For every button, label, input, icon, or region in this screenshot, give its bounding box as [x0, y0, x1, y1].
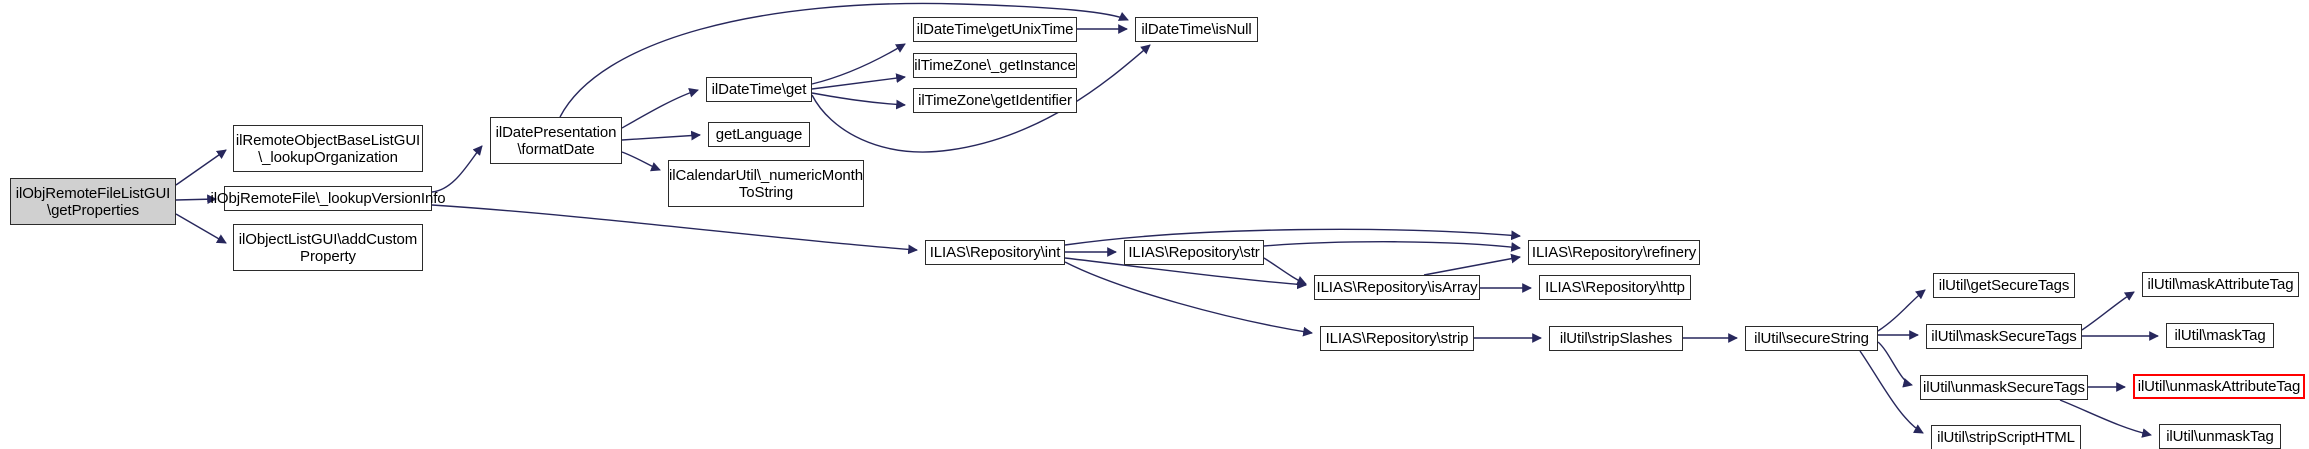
call-edge-n5-to-n10 — [811, 92, 906, 110]
call-edge-n2-to-n12 — [431, 204, 918, 255]
call-edge-n0-to-n3 — [175, 213, 227, 244]
call-edge-n4-to-n6 — [621, 130, 701, 141]
call-edge-n13-to-n14 — [1263, 241, 1521, 252]
graph-node-n23[interactable]: ilUtil\stripScriptHTML — [1931, 425, 2081, 449]
graph-node-n3[interactable]: ilObjectListGUI\addCustom Property — [233, 224, 423, 271]
call-edge-n4-to-n5 — [621, 88, 699, 129]
call-edge-n2-to-n4 — [431, 145, 483, 193]
graph-node-n5[interactable]: ilDateTime\get — [706, 77, 812, 102]
graph-node-n17[interactable]: ILIAS\Repository\strip — [1320, 326, 1474, 351]
call-edge-n21-to-n24 — [2081, 291, 2135, 331]
graph-node-n14[interactable]: ILIAS\Repository\refinery — [1528, 240, 1700, 265]
call-edge-n12-to-n14 — [1064, 228, 1521, 246]
call-edge-n19-to-n22 — [1877, 341, 1913, 388]
graph-node-n27[interactable]: ilUtil\unmaskTag — [2159, 424, 2281, 449]
graph-node-n25[interactable]: ilUtil\maskTag — [2166, 323, 2274, 348]
graph-node-n24[interactable]: ilUtil\maskAttributeTag — [2142, 272, 2299, 297]
call-edge-n0-to-n1 — [175, 149, 227, 186]
graph-node-n26[interactable]: ilUtil\unmaskAttributeTag — [2133, 374, 2305, 399]
graph-node-n21[interactable]: ilUtil\maskSecureTags — [1926, 324, 2082, 349]
call-edge-n19-to-n20 — [1877, 289, 1926, 332]
graph-node-n10[interactable]: ilTimeZone\getIdentifier — [913, 88, 1077, 113]
graph-node-n12[interactable]: ILIAS\Repository\int — [925, 240, 1065, 265]
call-edge-n12-to-n17 — [1064, 261, 1313, 337]
graph-node-n6[interactable]: getLanguage — [708, 122, 810, 147]
graph-node-n15[interactable]: ILIAS\Repository\isArray — [1314, 275, 1480, 300]
call-edge-n5-to-n11 — [811, 44, 1151, 153]
call-edge-n13-to-n15 — [1263, 257, 1307, 286]
graph-node-n11[interactable]: ilDateTime\isNull — [1135, 17, 1258, 42]
graph-node-n9[interactable]: ilTimeZone\_getInstance — [913, 53, 1077, 78]
call-edge-n5-to-n9 — [811, 73, 906, 90]
graph-node-n0: ilObjRemoteFileListGUI \getProperties — [10, 178, 176, 225]
call-edge-n12-to-n15 — [1064, 257, 1307, 290]
graph-node-n22[interactable]: ilUtil\unmaskSecureTags — [1920, 375, 2088, 400]
graph-node-n7[interactable]: ilCalendarUtil\_numericMonth ToString — [668, 160, 864, 207]
graph-node-n13[interactable]: ILIAS\Repository\str — [1124, 240, 1264, 265]
graph-node-n18[interactable]: ilUtil\stripSlashes — [1549, 326, 1683, 351]
graph-node-n2[interactable]: ilObjRemoteFile\_lookupVersionInfo — [210, 186, 446, 211]
call-edge-n4-to-n11 — [559, 2, 1129, 118]
graph-node-n16[interactable]: ILIAS\Repository\http — [1539, 275, 1691, 300]
call-edge-n0-to-n2 — [175, 194, 217, 205]
call-edge-n4-to-n7 — [621, 151, 661, 172]
graph-node-n19[interactable]: ilUtil\secureString — [1745, 326, 1878, 351]
graph-node-n8[interactable]: ilDateTime\getUnixTime — [913, 17, 1077, 42]
graph-node-n1[interactable]: ilRemoteObjectBaseListGUI \_lookupOrgani… — [233, 125, 423, 172]
call-edge-n22-to-n27 — [2059, 399, 2152, 438]
call-edge-n19-to-n23 — [1859, 350, 1924, 434]
graph-node-n4[interactable]: ilDatePresentation \formatDate — [490, 117, 622, 164]
call-edge-n5-to-n8 — [811, 43, 906, 85]
graph-node-n20[interactable]: ilUtil\getSecureTags — [1933, 273, 2075, 298]
call-edge-n15-to-n14 — [1423, 253, 1521, 276]
